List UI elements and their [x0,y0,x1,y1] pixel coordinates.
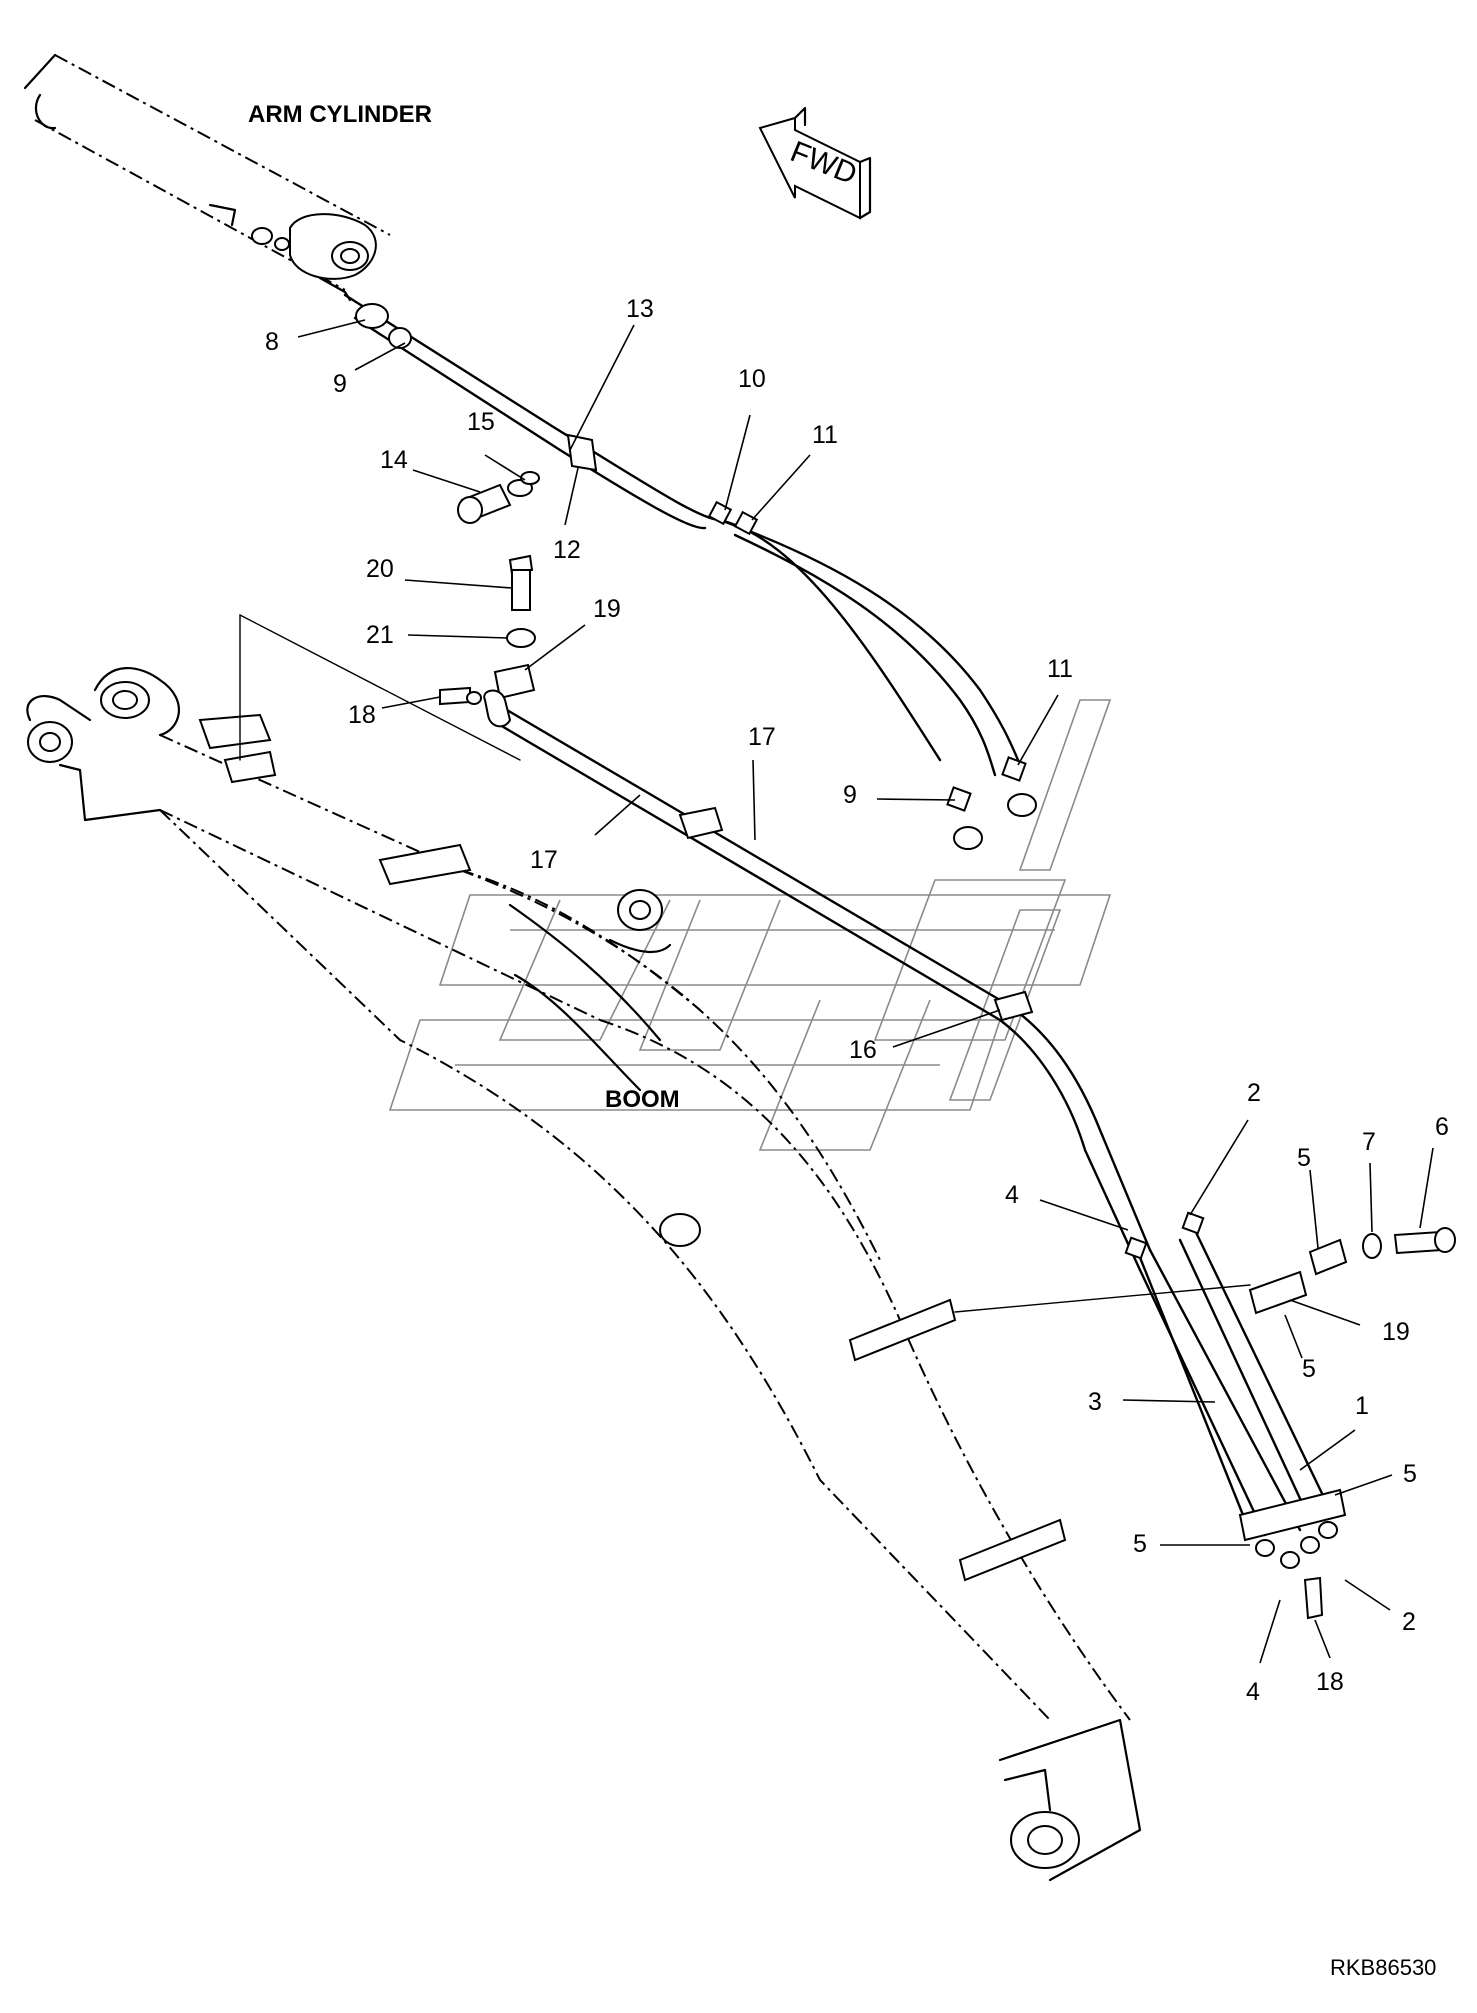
callout-4: 4 [1005,1181,1019,1209]
bolt-details [439,471,540,706]
callout-13: 13 [626,295,654,323]
callout-9: 9 [333,370,347,398]
boom-structure [26,614,1142,1882]
callout-5: 5 [1297,1144,1311,1172]
callout-1: 1 [1355,1392,1369,1420]
callout-7: 7 [1362,1128,1376,1156]
callout-17: 17 [530,846,558,874]
callout-8: 8 [265,328,279,356]
callout-20: 20 [366,555,394,583]
callout-10: 10 [738,365,766,393]
arm-cylinder-label: ARM CYLINDER [248,101,432,128]
watermark-logo [388,699,1112,1151]
callout-19: 19 [1382,1318,1410,1346]
callout-5: 5 [1302,1355,1316,1383]
callout-2: 2 [1247,1079,1261,1107]
callout-leaders [297,319,1434,1664]
arm-cylinder [23,53,391,302]
callout-4: 4 [1246,1678,1260,1706]
callout-5: 5 [1133,1530,1147,1558]
callout-2: 2 [1402,1608,1416,1636]
callout-6: 6 [1435,1113,1449,1141]
callout-14: 14 [380,446,408,474]
callout-18: 18 [348,701,376,729]
boom-label: BOOM [605,1086,680,1113]
callout-16: 16 [849,1036,877,1064]
boom-pipes [483,689,1456,1620]
callout-21: 21 [366,621,394,649]
callout-11: 11 [812,421,838,449]
callout-9: 9 [843,781,857,809]
callout-numbers: 8 9 13 10 11 15 14 12 20 21 19 18 17 17 … [265,295,1449,1706]
callout-18: 18 [1316,1668,1344,1696]
callout-11: 11 [1047,655,1073,683]
callout-12: 12 [553,536,581,564]
callout-17: 17 [748,723,776,751]
drawing-code: RKB86530 [1330,1955,1436,1980]
upper-hoses [343,293,1037,850]
fwd-arrow-icon: FWD [758,106,872,220]
callout-15: 15 [467,408,495,436]
callout-5: 5 [1403,1460,1417,1488]
callout-19: 19 [593,595,621,623]
callout-3: 3 [1088,1388,1102,1416]
